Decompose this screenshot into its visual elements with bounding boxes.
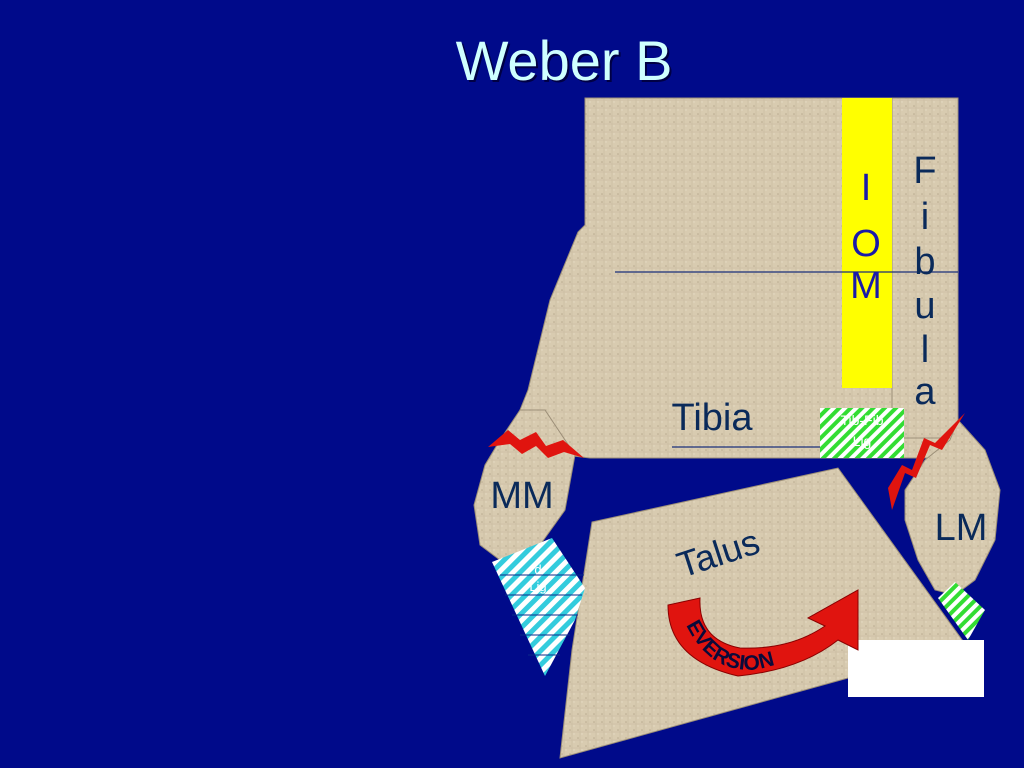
iom-label: I O M <box>850 167 882 307</box>
tib-fib-ligament: Tib-Fib Lig <box>820 408 904 458</box>
fibula-letter-2: b <box>914 241 935 283</box>
iom-letter-1: O <box>851 223 881 265</box>
white-block <box>848 640 984 697</box>
lm-label: LM <box>935 507 988 549</box>
medial-fracture-bolt <box>488 430 584 458</box>
fibula-letter-5: a <box>914 371 936 413</box>
eversion-arrow <box>667 589 859 677</box>
deltoid-lig-line1: d <box>534 562 541 577</box>
fibula-letter-4: l <box>921 329 929 371</box>
fibula-label: F i b u l a <box>913 150 936 413</box>
tibia-label: Tibia <box>672 397 754 439</box>
iom-membrane <box>842 98 892 388</box>
fibula-letter-3: u <box>914 285 935 327</box>
lateral-malleolus-bone <box>904 419 1001 596</box>
tib-fib-lig-line1: Tib-Fib <box>840 412 883 428</box>
mm-label: MM <box>490 475 553 517</box>
deltoid-ligament: d Lig <box>492 538 585 676</box>
iom-letter-0: I <box>861 167 872 209</box>
fibula-letter-0: F <box>913 150 936 192</box>
fibula-bone <box>891 97 959 439</box>
deltoid-lig-line2: Lig <box>529 579 546 594</box>
lateral-ligament <box>938 582 985 640</box>
fibula-fracture-bolt <box>888 413 965 510</box>
fibula-letter-1: i <box>921 196 929 238</box>
tib-fib-lig-line2: Lig <box>853 433 872 449</box>
iom-letter-2: M <box>850 265 882 307</box>
slide-title: Weber B <box>455 29 673 92</box>
